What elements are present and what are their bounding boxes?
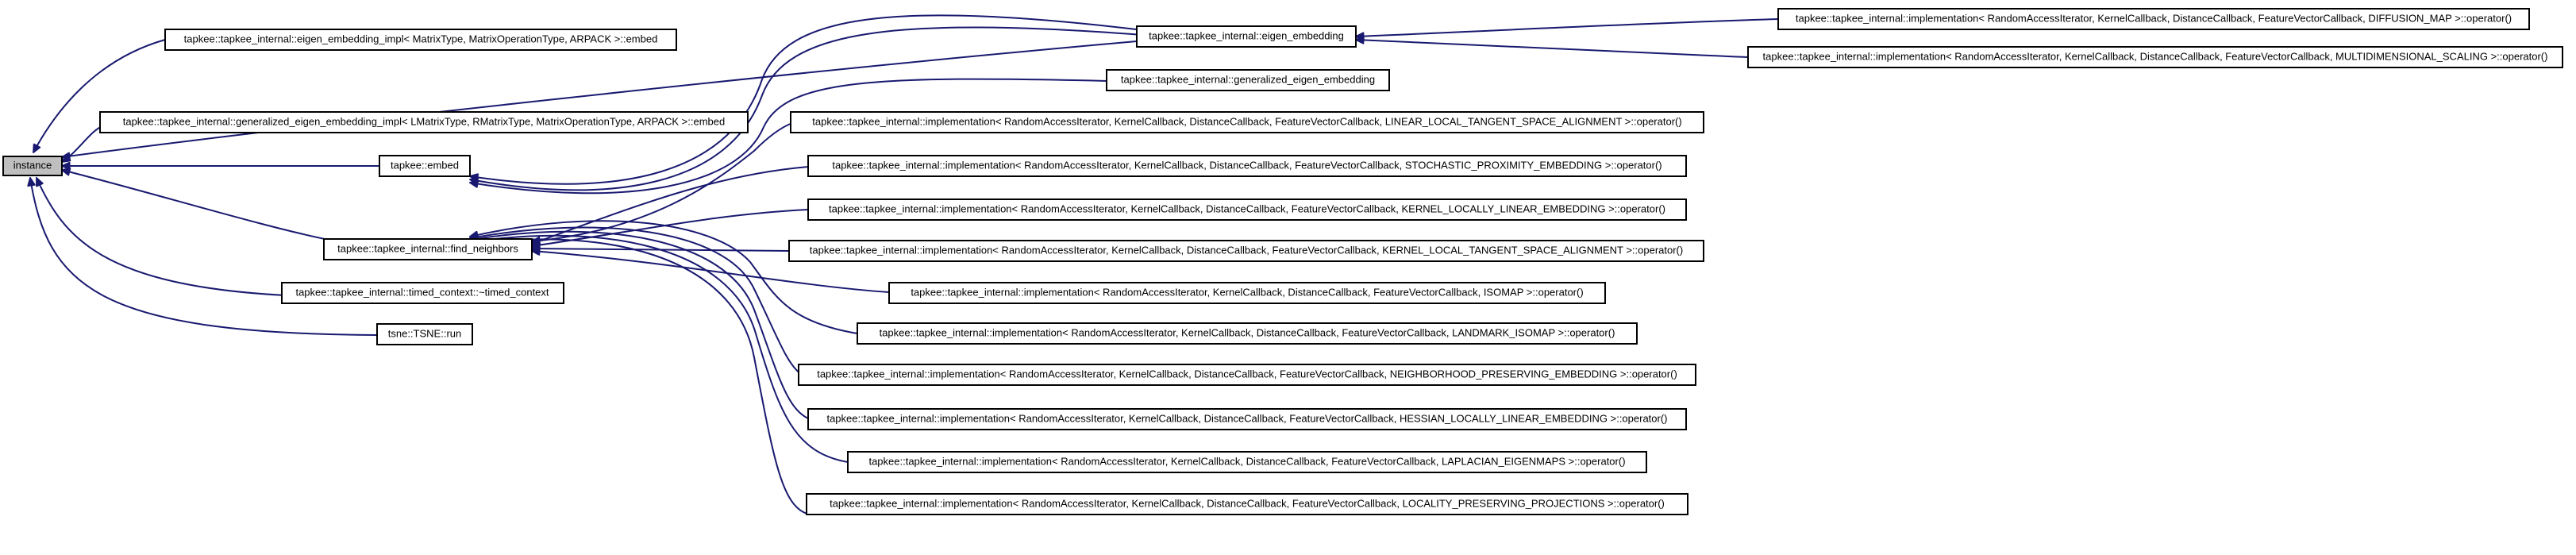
edge-eigen-embedding-to-instance [62,40,1138,157]
node-impl-isomap[interactable]: tapkee::tapkee_internal::implementation<… [888,282,1606,304]
node-label: tapkee::tapkee_internal::implementation<… [911,286,1583,298]
node-impl-spe[interactable]: tapkee::tapkee_internal::implementation<… [807,155,1687,177]
node-impl-lpp[interactable]: tapkee::tapkee_internal::implementation<… [806,493,1688,515]
node-label: tapkee::tapkee_internal::implementation<… [826,412,1667,424]
node-impl-kltsa[interactable]: tapkee::tapkee_internal::implementation<… [788,240,1704,262]
node-label: tapkee::tapkee_internal::eigen_embedding… [184,33,658,44]
edge-tsne-run-to-instance [30,178,378,336]
node-label: tapkee::tapkee_internal::find_neighbors [337,242,518,254]
edge-eigen-embedding-to-embed [470,14,1144,185]
node-label: tapkee::embed [391,159,459,171]
node-label: tapkee::tapkee_internal::implementation<… [1763,50,2548,62]
node-label: tapkee::tapkee_internal::generalized_eig… [1121,73,1375,85]
node-label: tapkee::tapkee_internal::implementation<… [868,455,1625,467]
node-embed[interactable]: tapkee::embed [379,155,471,177]
nodes: instance tapkee::tapkee_internal::eigen_… [2,8,2563,515]
edge-laplacian-to-find-neighbors [470,234,849,463]
node-timed-context[interactable]: tapkee::tapkee_internal::timed_context::… [281,282,564,304]
edge-generalized-eigen-embedding-to-embed [470,78,1107,195]
node-generalized-eigen-embedding-impl[interactable]: tapkee::tapkee_internal::generalized_eig… [99,111,749,133]
node-label: tapkee::tapkee_internal::implementation<… [817,368,1677,380]
edge-lpp-to-find-neighbors [470,238,811,515]
edges [30,14,1779,515]
node-impl-landmark-isomap[interactable]: tapkee::tapkee_internal::implementation<… [857,322,1638,345]
edge-hlle-to-find-neighbors [470,230,811,420]
node-label: tapkee::tapkee_internal::eigen_embedding [1149,29,1344,41]
edge-mds-to-eigen-embedding [1356,40,1749,58]
edge-eigen-embedding-impl-to-instance [33,39,166,152]
node-label: tapkee::tapkee_internal::implementation<… [829,202,1665,214]
edge-find-neighbors-to-instance [62,170,329,241]
edge-diffusion-map-to-eigen-embedding [1356,18,1779,37]
node-impl-ltsa[interactable]: tapkee::tapkee_internal::implementation<… [790,111,1704,133]
node-impl-hlle[interactable]: tapkee::tapkee_internal::implementation<… [807,408,1687,430]
node-label: instance [13,159,52,171]
node-generalized-eigen-embedding[interactable]: tapkee::tapkee_internal::generalized_eig… [1106,69,1390,91]
node-label: tapkee::tapkee_internal::timed_context::… [295,286,549,298]
edge-ltsa-to-find-neighbors [532,122,793,241]
node-label: tapkee::tapkee_internal::implementation<… [880,326,1615,338]
node-impl-npe[interactable]: tapkee::tapkee_internal::implementation<… [798,364,1696,386]
node-label: tapkee::tapkee_internal::implementation<… [832,159,1662,171]
node-instance[interactable]: instance [2,156,63,176]
edge-generalized-eigen-embedding-impl-to-instance [62,125,106,162]
node-label: tapkee::tapkee_internal::generalized_eig… [123,115,726,127]
node-tsne-run[interactable]: tsne::TSNE::run [376,323,473,345]
node-impl-laplacian[interactable]: tapkee::tapkee_internal::implementation<… [847,451,1647,473]
node-label: tapkee::tapkee_internal::implementation<… [810,244,1683,256]
node-impl-klle[interactable]: tapkee::tapkee_internal::implementation<… [807,198,1687,221]
edge-spe-to-find-neighbors [532,166,809,244]
node-eigen-embedding[interactable]: tapkee::tapkee_internal::eigen_embedding [1136,25,1357,48]
node-eigen-embedding-impl[interactable]: tapkee::tapkee_internal::eigen_embedding… [164,29,677,51]
node-impl-mds[interactable]: tapkee::tapkee_internal::implementation<… [1747,46,2563,68]
node-label: tsne::TSNE::run [388,327,461,339]
node-label: tapkee::tapkee_internal::implementation<… [830,497,1665,509]
node-label: tapkee::tapkee_internal::implementation<… [1796,12,2512,24]
edge-npe-to-find-neighbors [470,226,803,376]
node-impl-diffusion-map[interactable]: tapkee::tapkee_internal::implementation<… [1777,8,2530,30]
node-label: tapkee::tapkee_internal::implementation<… [812,115,1681,127]
edge-landmark-isomap-to-find-neighbors [470,220,858,334]
edge-timed-context-to-instance [37,178,287,296]
edge-eigen-embedding-to-embed-2 [470,26,1144,191]
node-find-neighbors[interactable]: tapkee::tapkee_internal::find_neighbors [323,238,533,260]
